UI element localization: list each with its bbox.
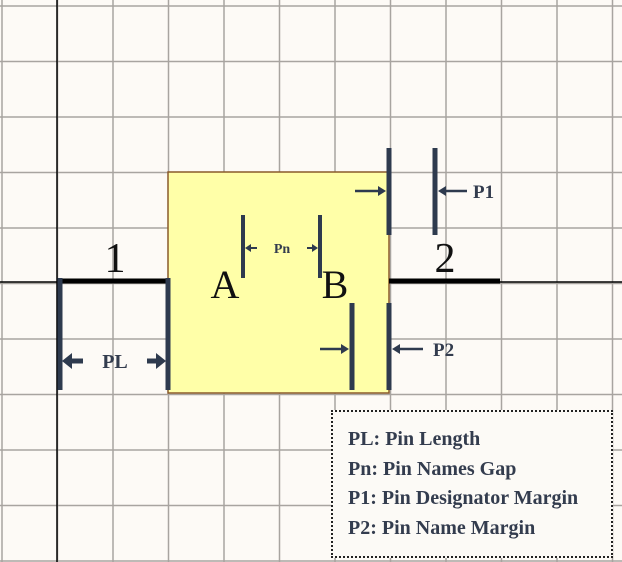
- p1-label: P1: [473, 182, 494, 203]
- legend-item-p2: P2: Pin Name Margin: [348, 516, 536, 539]
- pl-right-arrow-icon: [147, 353, 166, 369]
- pin-2-designator: 2: [435, 236, 456, 282]
- p1-left-arrow-icon: [438, 186, 467, 196]
- p2-right-arrow-icon: [320, 344, 349, 354]
- p2-label: P2: [433, 340, 454, 361]
- dimension-markers: [57, 148, 467, 390]
- pl-left-arrow-icon: [62, 353, 83, 369]
- component-body: [167, 171, 390, 394]
- p2-left-arrow-icon: [392, 344, 423, 354]
- legend-box: PL: Pin Length Pn: Pin Names Gap P1: Pin…: [331, 410, 613, 558]
- pn-left-arrow-icon: [245, 244, 257, 252]
- pl-label: PL: [102, 351, 128, 373]
- legend-item-p1: P1: Pin Designator Margin: [348, 487, 579, 509]
- pin-2-name: B: [322, 262, 349, 307]
- pin-1-name: A: [211, 262, 240, 307]
- pn-right-arrow-icon: [307, 244, 318, 252]
- p1-right-arrow-icon: [355, 186, 386, 196]
- pn-label: Pn: [274, 242, 291, 257]
- pin-1-designator: 1: [105, 236, 126, 282]
- legend-item-pn: Pn: Pin Names Gap: [348, 457, 517, 480]
- legend-item-pl: PL: Pin Length: [348, 428, 481, 450]
